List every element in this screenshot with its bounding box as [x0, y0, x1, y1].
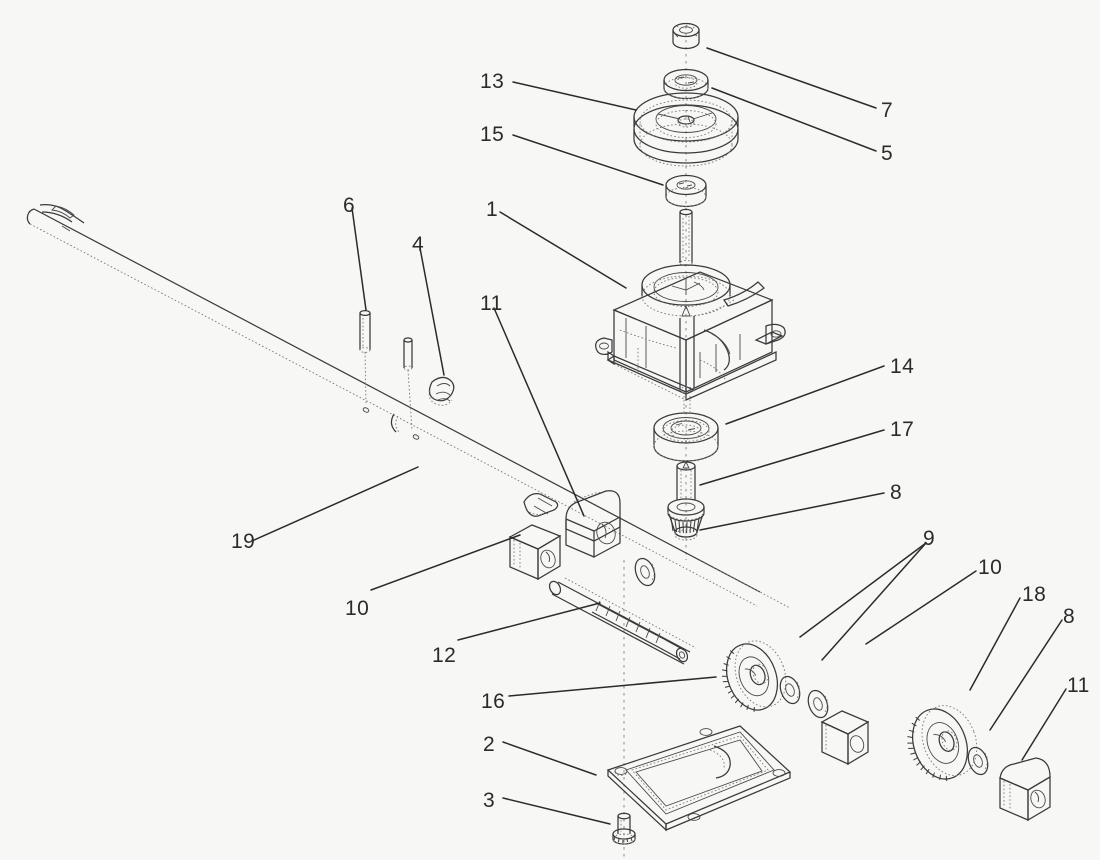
housing-mount-ear-left — [595, 337, 613, 355]
part-worm-shaft — [548, 577, 697, 665]
callout-pulley[interactable]: 13 — [480, 70, 505, 93]
part-spacer-washer — [967, 746, 989, 776]
part-roll-pin-long — [359, 309, 371, 405]
part-hex-nut — [672, 22, 700, 50]
leader-line-8 — [699, 492, 885, 531]
part-shaft-stub-lower — [683, 396, 691, 412]
part-bevel-pinion-center — [667, 498, 705, 541]
callout-bevel-pinion[interactable]: 8 — [890, 481, 903, 504]
callout-bearing-block-lower-left[interactable]: 10 — [345, 597, 370, 620]
leader-line-11 — [493, 307, 585, 517]
callout-spacer-washer[interactable]: 18 — [1022, 583, 1047, 606]
callout-worm-shaft[interactable]: 12 — [432, 644, 457, 667]
part-gear-case-housing — [595, 264, 786, 401]
part-drive-shaft — [26, 204, 791, 609]
leader-line-10 — [370, 534, 521, 591]
leader-line-15 — [512, 134, 664, 186]
leader-lines — [251, 47, 1067, 825]
leader-line-6 — [351, 207, 367, 311]
leader-line-4 — [419, 247, 445, 376]
part-roll-pin-short — [403, 337, 455, 431]
leader-line-1 — [499, 211, 627, 289]
leader-line-17 — [699, 429, 885, 486]
part-thrust-washer-a — [779, 675, 801, 705]
callout-hex-nut[interactable]: 7 — [881, 99, 894, 122]
leader-line-2 — [502, 741, 597, 776]
callout-flat-washer[interactable]: 5 — [881, 142, 894, 165]
leader-line-12 — [457, 602, 601, 641]
leader-line-8 — [989, 619, 1063, 731]
callout-drive-shaft[interactable]: 19 — [231, 530, 256, 553]
leader-line-3 — [502, 797, 611, 825]
part-bearing-block-mid-right — [820, 710, 870, 766]
part-flat-washer — [663, 68, 709, 100]
callout-cap-screw[interactable]: 3 — [483, 789, 496, 812]
part-worm-gear — [721, 640, 787, 712]
leader-line-13 — [512, 81, 637, 111]
part-spacer-collar — [665, 174, 707, 208]
callout-gear-case-housing[interactable]: 1 — [486, 198, 499, 221]
leader-line-5 — [711, 87, 877, 152]
callout-worm-gear[interactable]: 16 — [481, 690, 506, 713]
leader-line-16 — [508, 676, 717, 697]
part-ball-bearing — [653, 412, 719, 462]
callout-bevel-pinion-right[interactable]: 8 — [1063, 605, 1076, 628]
leader-line-18 — [969, 597, 1021, 691]
callout-output-shaft[interactable]: 17 — [890, 418, 915, 441]
callout-roll-pin-short[interactable]: 4 — [412, 233, 425, 256]
leader-line-9 — [821, 542, 927, 661]
callout-roll-pin-long[interactable]: 6 — [343, 194, 356, 217]
callout-ball-bearing[interactable]: 14 — [890, 355, 915, 378]
callout-bearing-block-right-end[interactable]: 11 — [1067, 674, 1090, 697]
part-bearing-block-upper — [565, 490, 621, 559]
part-bearing-block-right-end — [999, 757, 1051, 822]
part-cap-screw — [612, 812, 636, 845]
callout-thrust-washers[interactable]: 9 — [923, 527, 936, 550]
housing-mount-ear-right — [754, 323, 786, 345]
part-cover-plate — [606, 725, 792, 832]
leader-line-14 — [725, 365, 885, 425]
part-clip — [428, 376, 455, 406]
part-thrust-washer-center — [634, 557, 656, 587]
leader-line-19 — [251, 466, 419, 542]
callout-bearing-block-right[interactable]: 10 — [978, 556, 1003, 579]
part-shaft-collar — [523, 493, 559, 517]
leader-line-7 — [706, 47, 877, 109]
callout-cover-plate[interactable]: 2 — [483, 733, 496, 756]
part-output-shaft — [676, 460, 696, 500]
leader-line-10 — [865, 570, 977, 645]
part-shaft-stub-upper — [679, 208, 693, 267]
part-bearing-block-left — [508, 524, 562, 581]
part-pulley — [633, 92, 739, 167]
part-right-gear — [907, 705, 978, 781]
leader-line-9 — [799, 542, 927, 638]
leader-line-11 — [1021, 688, 1067, 761]
callout-bearing-block-upper[interactable]: 11 — [480, 292, 503, 315]
callout-spacer-collar[interactable]: 15 — [480, 123, 505, 146]
part-thrust-washer-b — [807, 689, 829, 719]
